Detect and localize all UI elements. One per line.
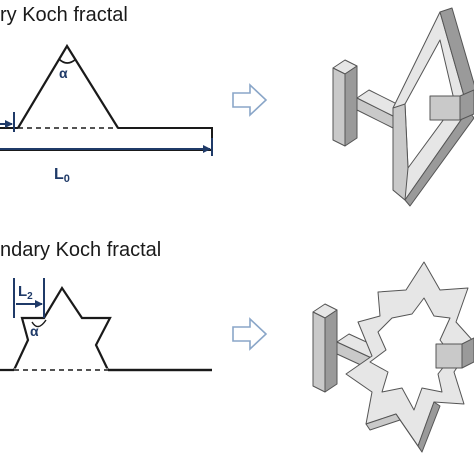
l0-dimension — [0, 138, 213, 156]
primary-fractal-3d-solid — [332, 7, 474, 207]
l2-label: L2 — [18, 283, 33, 302]
alpha-angle-label-bottom: α — [30, 323, 39, 339]
secondary-generator-profile — [0, 285, 212, 372]
l2-dimension — [13, 278, 45, 318]
l0-label: L0 — [54, 166, 70, 185]
alpha-angle-label-top: α — [59, 65, 68, 81]
secondary-fractal-3d-solid — [312, 261, 474, 453]
transform-arrow-top — [232, 83, 268, 117]
secondary-fractal-heading: ndary Koch fractal — [0, 239, 162, 261]
primary-fractal-heading: ry Koch fractal — [0, 4, 128, 26]
transform-arrow-bottom — [232, 317, 268, 351]
primary-generator-profile — [0, 43, 213, 151]
